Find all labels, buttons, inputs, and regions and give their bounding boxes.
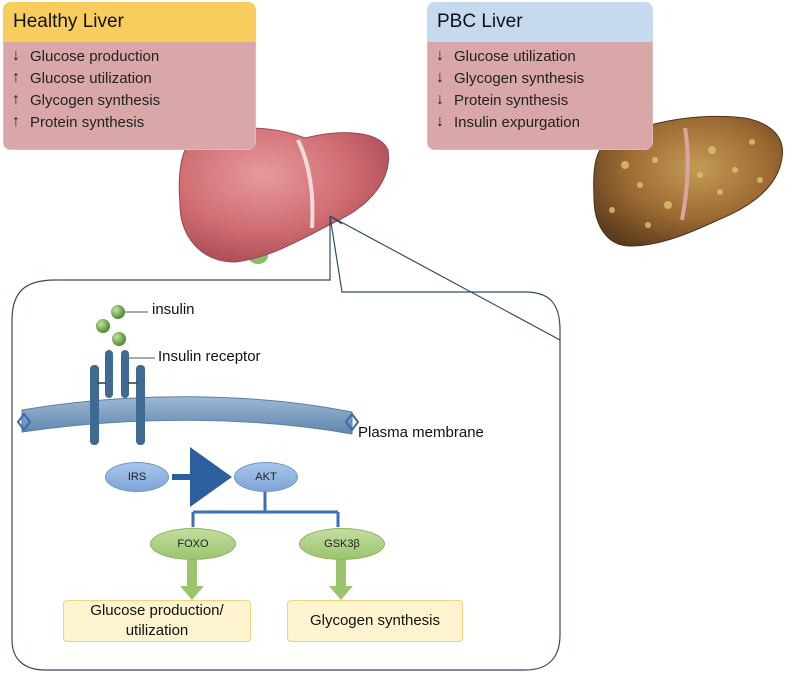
plasma-membrane <box>16 396 360 435</box>
list-item: ↑Protein synthesis <box>12 113 145 131</box>
glucose-production-result: Glucose production/ utilization <box>63 600 251 642</box>
gsk3b-arrow <box>329 560 353 600</box>
glycogen-synthesis-result: Glycogen synthesis <box>287 600 463 642</box>
down-arrow-icon: ↓ <box>436 69 444 86</box>
insulin-molecules <box>96 305 148 346</box>
foxo-arrow <box>180 560 204 600</box>
list-item: ↓Glycogen synthesis <box>436 69 585 87</box>
down-arrow-icon: ↓ <box>436 91 444 108</box>
insulin-receptor <box>90 350 155 445</box>
list-item: ↓Protein synthesis <box>436 91 569 109</box>
up-arrow-icon: ↑ <box>12 91 20 108</box>
insulin-receptor-label: Insulin receptor <box>158 348 261 365</box>
akt-node: AKT <box>234 462 298 492</box>
foxo-node: FOXO <box>150 528 236 560</box>
down-arrow-icon: ↓ <box>436 47 444 64</box>
healthy-liver-panel: Healthy Liver ↓Glucose production ↑Gluco… <box>3 2 256 150</box>
down-arrow-icon: ↓ <box>12 47 20 64</box>
akt-branch-connector <box>191 491 340 527</box>
pbc-liver-list: ↓Glucose utilization ↓Glycogen synthesis… <box>427 42 653 150</box>
down-arrow-icon: ↓ <box>436 113 444 130</box>
healthy-liver-title: Healthy Liver <box>3 2 256 42</box>
plasma-membrane-label: Plasma membrane <box>358 424 484 441</box>
up-arrow-icon: ↑ <box>12 113 20 130</box>
list-item: ↓Insulin expurgation <box>436 113 580 131</box>
list-item: ↑Glucose utilization <box>12 69 152 87</box>
gsk3b-node: GSK3β <box>299 528 385 560</box>
pbc-liver-panel: PBC Liver ↓Glucose utilization ↓Glycogen… <box>427 2 653 150</box>
healthy-liver-list: ↓Glucose production ↑Glucose utilization… <box>3 42 256 150</box>
healthy-liver-image <box>178 127 390 264</box>
pbc-liver-title: PBC Liver <box>427 2 653 42</box>
irs-node: IRS <box>105 462 169 492</box>
up-arrow-icon: ↑ <box>12 69 20 86</box>
zoom-callout-line <box>329 215 561 341</box>
list-item: ↓Glucose production <box>12 47 160 65</box>
list-item: ↓Glucose utilization <box>436 47 576 65</box>
insulin-label: insulin <box>152 301 195 318</box>
list-item: ↑Glycogen synthesis <box>12 91 161 109</box>
